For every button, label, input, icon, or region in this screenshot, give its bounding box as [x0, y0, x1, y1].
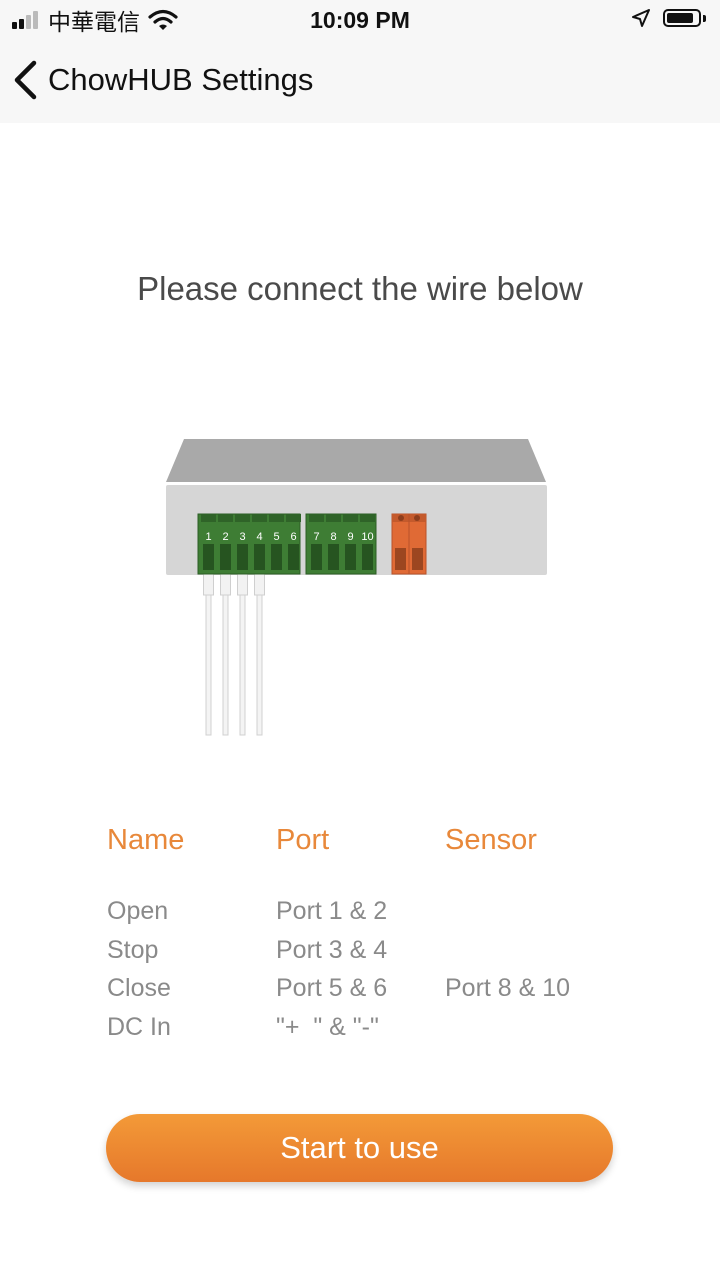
signal-icon: [12, 11, 40, 29]
cell-port: Port 1 & 2: [276, 897, 388, 925]
wire-4: [254, 558, 265, 736]
terminal-1: 1: [201, 514, 216, 570]
cell-sensor: Port 8 & 10: [445, 974, 571, 1002]
terminal-7: 7: [309, 514, 324, 570]
battery-tip: [703, 14, 706, 22]
status-left: 中華電信: [12, 6, 178, 35]
terminal-label: 8: [330, 531, 336, 543]
terminal-block-1-6: [197, 513, 301, 575]
status-time: 10:09 PM: [310, 7, 410, 33]
terminal-8: 8: [326, 514, 341, 570]
chevron-left-icon: [14, 60, 37, 100]
wire-3: [237, 558, 248, 736]
instruction-headline: Please connect the wire below: [137, 270, 583, 307]
back-button[interactable]: ChowHUB Settings: [12, 56, 313, 104]
wifi-icon: [148, 9, 178, 30]
terminal-label: 7: [313, 531, 319, 543]
cell-port: "+ " & "-": [276, 1012, 379, 1041]
cell-sensor: [445, 1008, 570, 1047]
terminal-2: 2: [218, 514, 233, 570]
start-to-use-button[interactable]: Start to use: [106, 1114, 613, 1182]
terminal-label: 5: [273, 531, 279, 543]
battery-icon: [663, 9, 701, 27]
terminal-10: 10: [360, 514, 375, 570]
terminal-label: 1: [205, 531, 211, 543]
terminal-5: 5: [269, 514, 284, 570]
status-right: [631, 8, 706, 28]
terminal-4: 4: [252, 514, 267, 570]
terminal-label: 6: [290, 531, 296, 543]
terminal-label: 9: [347, 531, 353, 543]
terminal-3: 3: [235, 514, 250, 570]
cell-name: Open: [107, 897, 169, 925]
location-arrow-icon: [632, 9, 650, 27]
cell-port: Port 3 & 4: [276, 935, 388, 964]
terminal-9: 9: [343, 514, 358, 570]
cell-name: Stop: [107, 935, 159, 964]
wires: [203, 558, 265, 736]
cell-port: Port 5 & 6: [276, 974, 388, 1002]
cell-name: DC In: [107, 1012, 171, 1041]
column-sensor: Sensor Port 8 & 10: [445, 820, 570, 1046]
cell-sensor: [445, 892, 570, 931]
terminal-label: 10: [361, 531, 373, 543]
hub-top-panel: [166, 439, 546, 482]
carrier-name: 中華電信: [48, 9, 140, 35]
battery-fill: [667, 13, 693, 23]
wire-1: [203, 558, 214, 736]
nav-bar: ChowHUB Settings: [0, 40, 720, 123]
header-sensor: Sensor: [445, 824, 537, 856]
column-port: Port Port 1 & 2 Port 3 & 4 Port 5 & 6 "+…: [276, 820, 387, 1046]
wire-2: [220, 558, 231, 736]
terminal-label: 3: [239, 531, 245, 543]
header-port: Port: [276, 824, 330, 856]
status-bar: 中華電信 10:09 PM: [0, 0, 720, 40]
terminal-6: 6: [286, 514, 301, 570]
nav-title: ChowHUB Settings: [48, 62, 314, 97]
power-terminal: [391, 513, 427, 575]
column-name: Name Open Stop Close DC In: [107, 820, 184, 1046]
cell-sensor: [445, 931, 570, 970]
terminal-label: 2: [222, 531, 228, 543]
header-name: Name: [107, 824, 185, 856]
terminal-label: 4: [256, 531, 262, 543]
cell-name: Close: [107, 974, 171, 1002]
